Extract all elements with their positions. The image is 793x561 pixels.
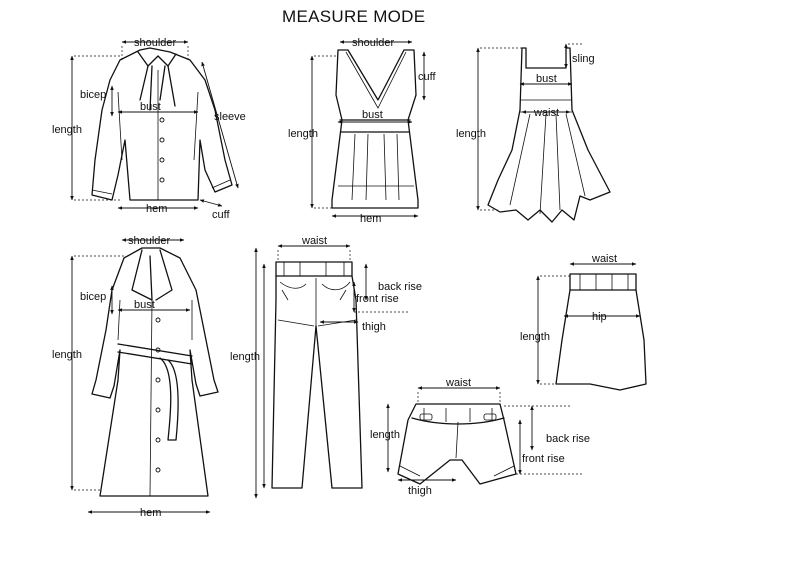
shirt-cuff-label: cuff <box>212 209 230 221</box>
tank-shoulder-label: shoulder <box>352 37 395 49</box>
pants-diagram: waist back rise front rise thigh length <box>230 235 422 489</box>
skirt-hip-label: hip <box>592 311 607 323</box>
tank-bust-label: bust <box>362 109 383 121</box>
dress-bust-label: bust <box>536 73 557 85</box>
tank-hem-label: hem <box>360 213 381 225</box>
tank-cuff-label: cuff <box>418 71 436 83</box>
shorts-waist-label: waist <box>445 377 471 389</box>
coat-hem-label: hem <box>140 507 161 519</box>
pants-waist-label: waist <box>301 235 327 247</box>
shirt-drawing <box>91 47 233 201</box>
coat-drawing <box>91 247 219 497</box>
pants-front-rise-label: front rise <box>356 293 399 305</box>
pants-length-label: length <box>230 351 260 363</box>
coat-bust-label: bust <box>134 299 155 311</box>
skirt-diagram: waist hip length <box>520 253 647 391</box>
shirt-bust-label: bust <box>140 101 161 113</box>
coat-bicep-label: bicep <box>80 291 106 303</box>
shorts-front-rise-label: front rise <box>522 453 565 465</box>
skirt-waist-label: waist <box>591 253 617 265</box>
coat-shoulder-label: shoulder <box>128 235 171 247</box>
skirt-drawing <box>555 273 647 391</box>
pants-back-rise-label: back rise <box>378 281 422 293</box>
shirt-cuff-measure <box>199 199 223 207</box>
skirt-length-label: length <box>520 331 550 343</box>
shorts-back-rise-label: back rise <box>546 433 590 445</box>
pants-drawing <box>271 261 363 489</box>
shirt-sleeve-label: sleeve <box>214 111 246 123</box>
shirt-bicep-label: bicep <box>80 89 106 101</box>
coat-diagram: shoulder length bicep bust hem <box>52 235 258 519</box>
shorts-diagram: waist length back rise front rise thigh <box>370 377 590 497</box>
shorts-drawing <box>397 403 517 485</box>
shirt-shoulder-label: shoulder <box>134 37 177 49</box>
shorts-length-label: length <box>370 429 400 441</box>
shorts-thigh-label: thigh <box>408 485 432 497</box>
shirt-sleeve-measure <box>201 61 239 189</box>
shirt-hem-label: hem <box>146 203 167 215</box>
dress-sling-label: sling <box>572 53 595 65</box>
dress-length-label: length <box>456 128 486 140</box>
tank-drawing <box>331 49 419 209</box>
diagram-title: MEASURE MODE <box>282 7 425 26</box>
coat-length-label: length <box>52 349 82 361</box>
shirt-diagram: shoulder length bicep bust sleeve hem cu… <box>52 37 246 221</box>
dress-waist-label: waist <box>533 107 559 119</box>
tank-diagram: shoulder cuff length bust hem <box>288 37 436 225</box>
pants-thigh-label: thigh <box>362 321 386 333</box>
dress-diagram: sling bust waist length <box>456 43 611 223</box>
tank-length-label: length <box>288 128 318 140</box>
shirt-length-label: length <box>52 124 82 136</box>
